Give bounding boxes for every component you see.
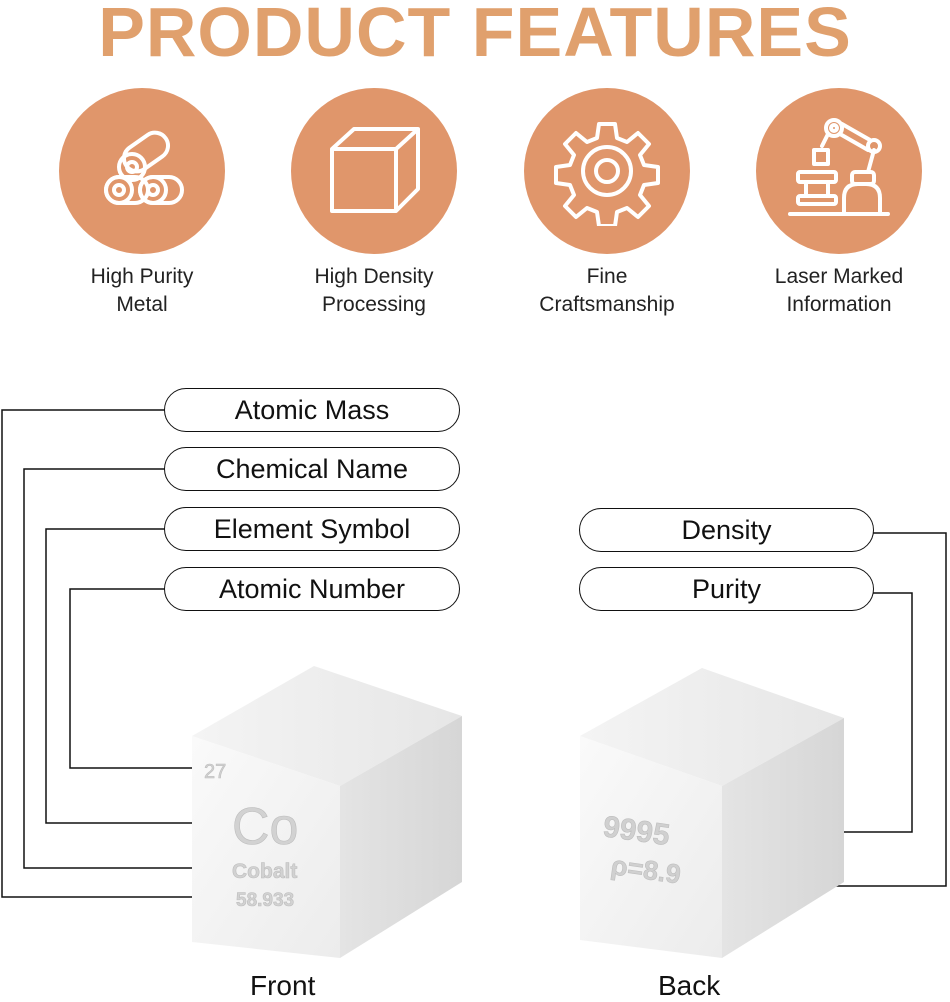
feature-label: High Purity Metal — [90, 265, 194, 316]
page-title: PRODUCT FEATURES — [98, 0, 852, 71]
element-symbol-callout: Element Symbol — [164, 507, 460, 551]
feature-label: Laser Marked Information — [774, 265, 904, 316]
front-cube: 27 Co Cobalt 58.933 — [192, 666, 462, 958]
feature-circle — [59, 88, 225, 254]
metal-bars-icon — [104, 130, 184, 205]
gear-icon — [554, 122, 660, 226]
feature-laser-marked-information: Laser Marked Information — [749, 88, 929, 319]
cube-atomic-mass: 58.933 — [236, 890, 294, 911]
cube-front-face — [192, 736, 340, 958]
back-cube: 9995 ρ=8.9 — [580, 668, 844, 958]
feature-label: Fine Craftsmanship — [539, 265, 675, 316]
cube-top-face — [192, 666, 462, 786]
feature-label: High Density Processing — [314, 265, 434, 316]
feature-circle — [756, 88, 922, 254]
feature-high-purity-metal: High Purity Metal — [52, 88, 232, 319]
feature-circle — [291, 88, 457, 254]
cube-side-face — [722, 718, 844, 958]
cube-front-face — [580, 736, 722, 958]
feature-circle — [524, 88, 690, 254]
feature-high-density-processing: High Density Processing — [284, 88, 464, 319]
cube-element-symbol: Co — [232, 798, 298, 856]
chemical-name-callout: Chemical Name — [164, 447, 460, 491]
atomic-mass-callout: Atomic Mass — [164, 388, 460, 432]
cube-side-face — [340, 716, 462, 958]
cube-chemical-name: Cobalt — [232, 860, 297, 883]
purity-callout: Purity — [579, 567, 874, 611]
element-symbol-line — [45, 528, 232, 824]
cube-top-face — [580, 668, 844, 786]
atomic-mass-line — [1, 409, 228, 898]
chemical-name-line — [23, 468, 226, 869]
cube-atomic-number: 27 — [204, 761, 226, 783]
atomic-number-line — [69, 588, 202, 769]
density-callout: Density — [579, 508, 874, 552]
atomic-number-callout: Atomic Number — [164, 567, 460, 611]
robot-arm-icon — [788, 118, 890, 216]
back-caption: Back — [658, 970, 721, 1001]
cube-icon — [330, 127, 420, 213]
feature-fine-craftsmanship: Fine Craftsmanship — [517, 88, 697, 319]
front-caption: Front — [250, 970, 316, 1001]
